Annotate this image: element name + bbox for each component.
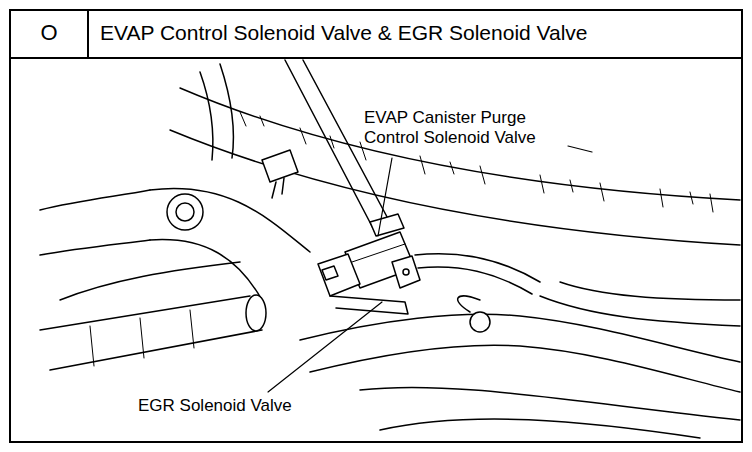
wire xyxy=(560,282,740,300)
mount-bracket xyxy=(330,296,408,314)
vacuum-hose xyxy=(285,60,375,232)
header-rule xyxy=(10,57,742,59)
wire xyxy=(380,419,700,438)
pipe xyxy=(40,190,150,255)
header-divider xyxy=(87,10,89,58)
cylinder xyxy=(40,296,262,370)
part-label: EVAP Canister Purge Control Solenoid Val… xyxy=(364,108,566,147)
leader-line xyxy=(268,302,382,392)
hose xyxy=(310,345,740,392)
wire xyxy=(360,387,740,420)
egr-valve xyxy=(318,254,360,296)
fitting xyxy=(167,194,203,230)
wire xyxy=(540,296,740,326)
hose-edge xyxy=(170,130,740,245)
egr-valve-detail xyxy=(322,266,338,280)
hose xyxy=(200,72,213,160)
pipe xyxy=(150,240,262,300)
hose-edge xyxy=(180,88,740,200)
fitting xyxy=(176,203,194,221)
leader-line xyxy=(378,158,392,236)
section-letter: O xyxy=(12,20,86,45)
header-title: EVAP Control Solenoid Valve & EGR Soleno… xyxy=(100,21,588,45)
evap-valve-detail xyxy=(352,244,405,262)
hose-clip xyxy=(470,312,490,332)
frame xyxy=(10,10,742,442)
connector-lead xyxy=(272,178,284,198)
cylinder-end xyxy=(246,295,266,331)
connector-pin xyxy=(403,269,409,275)
hose xyxy=(418,267,532,294)
connector xyxy=(262,150,298,182)
valve-connector xyxy=(392,256,420,288)
hose xyxy=(220,64,234,158)
cylinder-ridge xyxy=(90,310,194,366)
leader-tick xyxy=(568,146,592,152)
pipe xyxy=(150,188,310,252)
hose-loop xyxy=(458,296,480,312)
pipe xyxy=(60,262,240,300)
part-label: EGR Solenoid Valve xyxy=(138,396,292,416)
